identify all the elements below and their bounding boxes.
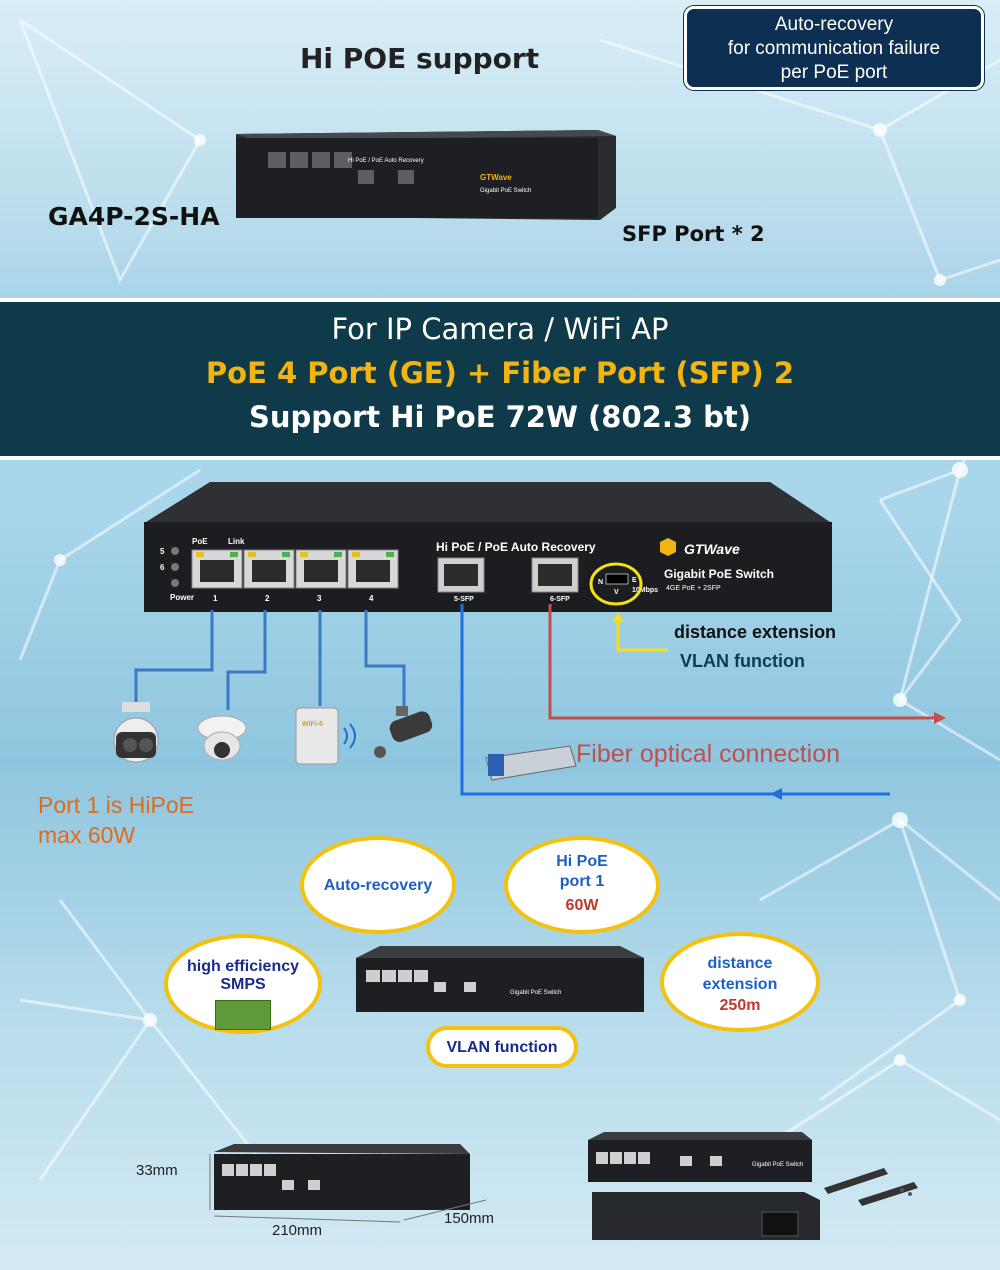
vlan-bubble: VLAN function — [426, 1026, 578, 1068]
switch-label-v: V — [614, 589, 619, 596]
recovery-line-2: for communication failure — [727, 38, 941, 59]
product-spec: 4GE PoE + 2SFP — [666, 585, 721, 592]
hipoe-bubble-line-2: port 1 — [559, 873, 605, 890]
smps-bubble: high efficiency SMPS — [164, 934, 322, 1034]
top-switch-brand: GTWave — [480, 173, 512, 182]
link-label: Link — [228, 537, 245, 546]
banner-line-2: PoE 4 Port (GE) + Fiber Port (SFP) 2 — [205, 356, 795, 390]
wifi-ap-icon: WiFi-6 — [295, 707, 356, 765]
port-number-2: 2 — [265, 594, 270, 603]
front-back-view-image: Gigabit PoE Switch — [588, 1132, 918, 1240]
fiber-tx-line — [548, 604, 936, 720]
power-label: Power — [170, 593, 194, 602]
sfp-module-icon — [485, 745, 577, 781]
dimension-depth: 150mm — [444, 1210, 495, 1227]
port1-note-line-2: max 60W — [38, 822, 136, 848]
status-leds — [171, 547, 179, 587]
port-number-3: 3 — [317, 594, 322, 603]
recovery-line-1: Auto-recovery — [774, 14, 894, 35]
auto-recovery-bubble-text: Auto-recovery — [323, 877, 433, 894]
vlan-bubble-text: VLAN function — [446, 1039, 558, 1056]
distance-bubble-value: 250m — [719, 997, 761, 1014]
sfp-label-6: 6-SFP — [550, 596, 570, 603]
smps-board-icon — [215, 1000, 271, 1030]
sfp-label-5: 5-SFP — [454, 596, 474, 603]
distance-bubble-line-1: distance — [707, 955, 773, 972]
fiber-connection-label: Fiber optical connection — [576, 740, 841, 768]
top-switch-product: Gigabit PoE Switch — [480, 188, 531, 194]
auto-recovery-bubble: Auto-recovery — [300, 836, 456, 934]
port1-hipoe-note: Port 1 is HiPoE max 60W — [38, 790, 194, 850]
ethernet-cables — [134, 610, 406, 710]
dimension-width: 210mm — [272, 1222, 323, 1239]
sfp-port-count: SFP Port * 2 — [622, 222, 765, 246]
dimension-height: 33mm — [136, 1162, 178, 1179]
led-label-6: 6 — [160, 563, 165, 572]
switch-label-n: N — [598, 579, 603, 586]
switch-chassis-top — [146, 482, 830, 522]
top-switch-panel-label: Hi PoE / PoE Auto Recovery — [348, 158, 424, 164]
bullet-camera-icon — [374, 706, 433, 758]
poe-label: PoE — [192, 537, 208, 546]
port1-note-line-1: Port 1 is HiPoE — [38, 792, 194, 818]
switch-label-e: E — [632, 577, 637, 584]
rj45-ports — [191, 549, 399, 589]
feature-banner — [0, 298, 1000, 460]
hipoe-bubble-line-1: Hi PoE — [556, 853, 608, 870]
smps-bubble-line-2: SMPS — [220, 976, 266, 993]
dip-switch — [605, 573, 629, 585]
distance-bubble-line-2: extension — [702, 976, 778, 993]
recovery-line-3: per PoE port — [780, 62, 888, 83]
switch-connection-diagram: 5 6 Power PoE Link 1 2 3 4 Hi PoE / PoE … — [113, 482, 946, 800]
distance-bubble: distance extension 250m — [660, 932, 820, 1032]
banner-line-1: For IP Camera / WiFi AP — [331, 312, 669, 346]
product-name: Gigabit PoE Switch — [664, 567, 774, 581]
vlan-pointer-arrow — [616, 616, 668, 652]
center-switch-product: Gigabit PoE Switch — [510, 990, 561, 996]
dome-camera-icon — [197, 715, 247, 761]
panel-label: Hi PoE / PoE Auto Recovery — [436, 540, 596, 554]
port-number-1: 1 — [213, 594, 218, 603]
banner-line-3: Support Hi PoE 72W (802.3 bt) — [248, 400, 752, 434]
distance-extension-label: distance extension — [674, 622, 837, 642]
dimension-drawing — [209, 1144, 487, 1223]
led-label-5: 5 — [160, 547, 165, 556]
hi-poe-title: Hi POE support — [300, 42, 540, 75]
gtwave-logo-icon — [660, 538, 676, 556]
switch-product-image-center: Gigabit PoE Switch — [356, 946, 644, 1012]
switch-product-image-top: Hi PoE / PoE Auto Recovery GTWave Gigabi… — [236, 130, 616, 220]
rack-brackets-icon — [824, 1168, 918, 1206]
front-view-product: Gigabit PoE Switch — [752, 1162, 803, 1168]
switch-label-10mbps: 10Mbps — [632, 587, 658, 594]
wifi-6-label: WiFi-6 — [302, 721, 323, 728]
brand-name: GTWave — [684, 541, 740, 557]
fiber-rx-line — [460, 604, 890, 796]
power-socket — [761, 1211, 799, 1237]
dip-switch-highlight — [589, 562, 643, 606]
port-number-4: 4 — [369, 594, 374, 603]
hipoe-bubble-watts: 60W — [565, 897, 599, 914]
auto-recovery-note: Auto-recovery for communication failure … — [684, 6, 984, 90]
model-name: GA4P-2S-HA — [48, 202, 220, 231]
hipoe-bubble: Hi PoE port 1 60W — [504, 836, 660, 934]
smps-bubble-line-1: high efficiency — [186, 958, 300, 975]
ptz-camera-icon — [113, 702, 159, 763]
vlan-function-label: VLAN function — [680, 651, 805, 671]
